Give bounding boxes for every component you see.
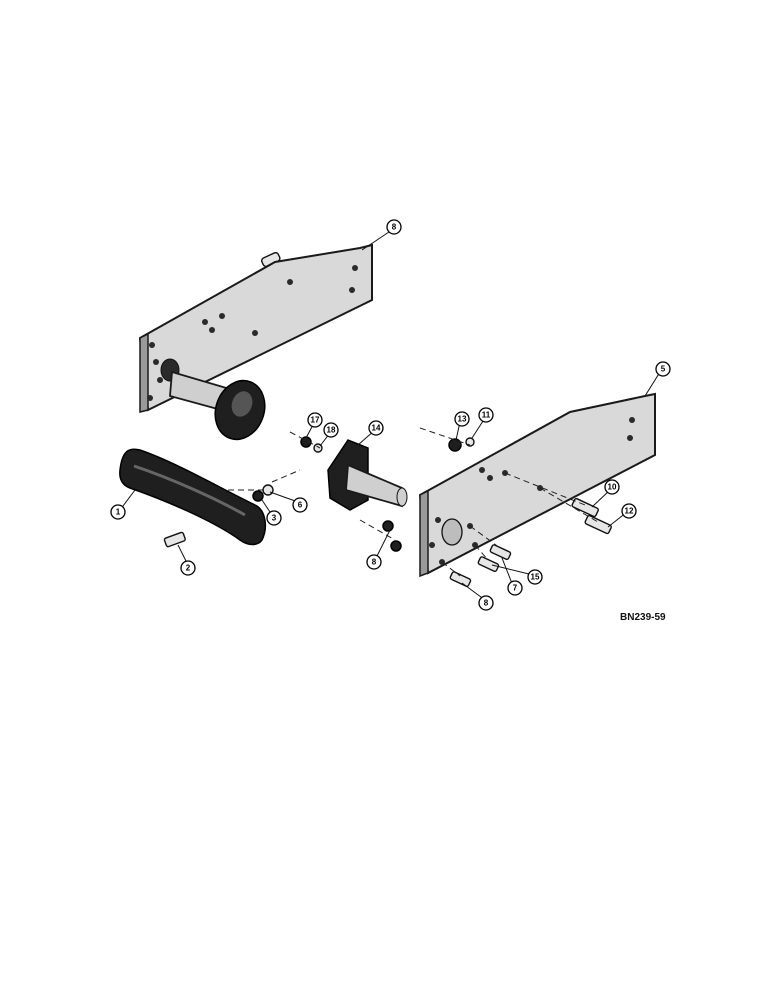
- svg-text:5: 5: [661, 365, 666, 374]
- callout-14: 14: [368, 420, 384, 436]
- upper-shaft-assembly: [169, 370, 266, 441]
- callout-13: 13: [454, 411, 470, 427]
- svg-text:3: 3: [272, 514, 277, 523]
- fasteners: [163, 436, 612, 587]
- figure-code: BN239-59: [620, 612, 666, 623]
- svg-text:12: 12: [625, 507, 634, 516]
- svg-text:8: 8: [372, 558, 377, 567]
- step-bracket: [119, 448, 267, 546]
- svg-text:2: 2: [186, 564, 191, 573]
- svg-text:8: 8: [484, 599, 489, 608]
- svg-text:10: 10: [608, 483, 617, 492]
- callout-10: 10: [604, 479, 620, 495]
- leader-lines: [119, 229, 661, 601]
- svg-text:14: 14: [372, 424, 381, 433]
- callout-17: 17: [307, 412, 323, 428]
- callout-11: 11: [478, 407, 494, 423]
- callout-2: 2: [180, 560, 196, 576]
- callout-3: 3: [266, 510, 282, 526]
- svg-text:6: 6: [298, 501, 303, 510]
- callout-7: 7: [507, 580, 523, 596]
- flange-shaft: [327, 439, 408, 511]
- callout-15: 15: [527, 569, 543, 585]
- svg-text:18: 18: [327, 426, 336, 435]
- callout-18: 18: [323, 422, 339, 438]
- svg-text:8: 8: [392, 223, 397, 232]
- lower-side-plate: [418, 392, 656, 578]
- svg-text:7: 7: [513, 584, 518, 593]
- svg-text:13: 13: [458, 415, 467, 424]
- callout-5: 5: [655, 361, 671, 377]
- svg-text:1: 1: [116, 508, 121, 517]
- callout-8-low: 8: [478, 595, 494, 611]
- callout-12: 12: [621, 503, 637, 519]
- callout-8-top: 8: [386, 219, 402, 235]
- svg-text:15: 15: [531, 573, 540, 582]
- svg-text:17: 17: [311, 416, 320, 425]
- callouts: 8 5 17 18 14 13 11 1 2 3 6 8 8 7 15 10 1…: [110, 219, 671, 611]
- callout-6: 6: [292, 497, 308, 513]
- callout-1: 1: [110, 504, 126, 520]
- callout-8-mid: 8: [366, 554, 382, 570]
- svg-text:11: 11: [482, 411, 491, 420]
- upper-side-plate: [138, 243, 373, 413]
